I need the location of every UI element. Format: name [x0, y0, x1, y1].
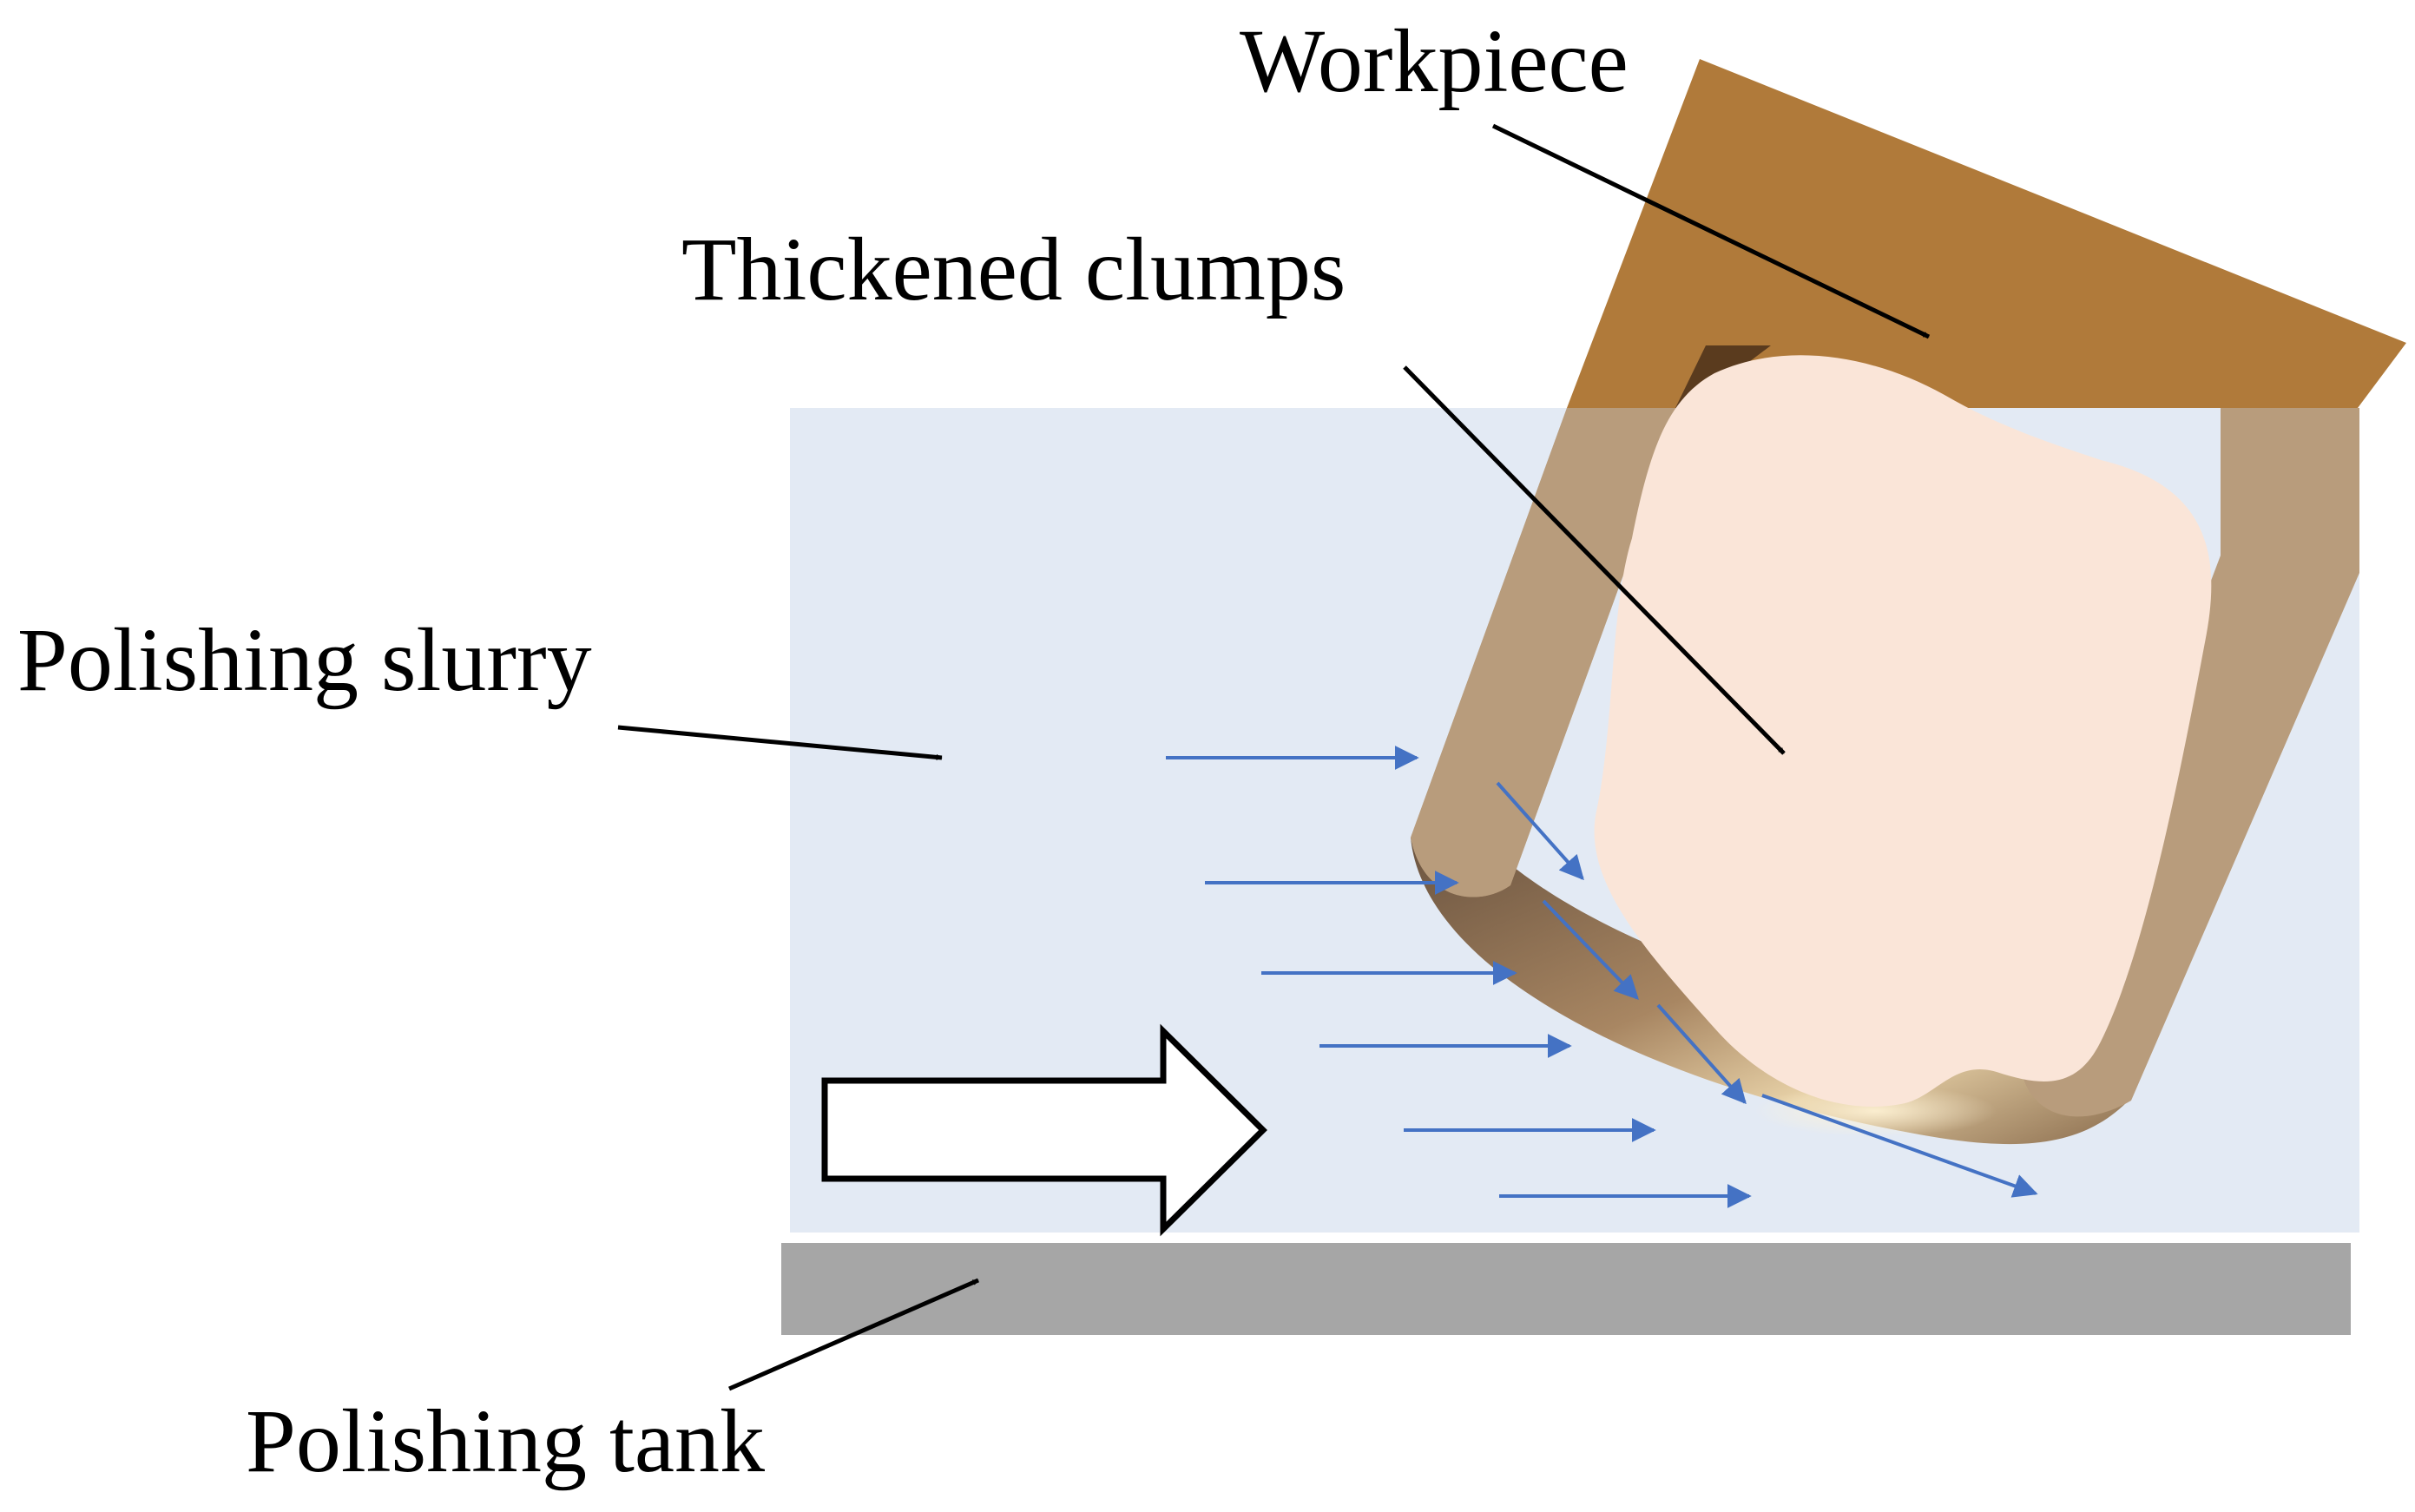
flow-direction-arrow: [821, 1023, 1267, 1237]
flow-arrow: [1496, 781, 1584, 881]
flow-arrow: [1761, 1094, 2038, 1198]
pointer-polishing-slurry: [617, 725, 943, 760]
label-thickened-clumps: Thickened clumps: [681, 220, 1346, 319]
pointer-workpiece: [1491, 123, 1931, 339]
label-polishing-slurry: Polishing slurry: [17, 610, 592, 710]
thickened-clump: [1594, 355, 2212, 1107]
flow-arrow: [1542, 899, 1639, 1001]
pointer-polishing-tank: [728, 1278, 979, 1391]
slurry-flow-arrows: [1166, 746, 2038, 1208]
label-workpiece: Workpiece: [1240, 11, 1629, 111]
label-polishing-tank: Polishing tank: [246, 1391, 765, 1491]
polishing-tank: [781, 1243, 2351, 1335]
flow-arrow: [1656, 1003, 1747, 1105]
pointer-arrows: [617, 123, 1931, 1391]
pointer-thickened-clumps: [1403, 365, 1786, 755]
